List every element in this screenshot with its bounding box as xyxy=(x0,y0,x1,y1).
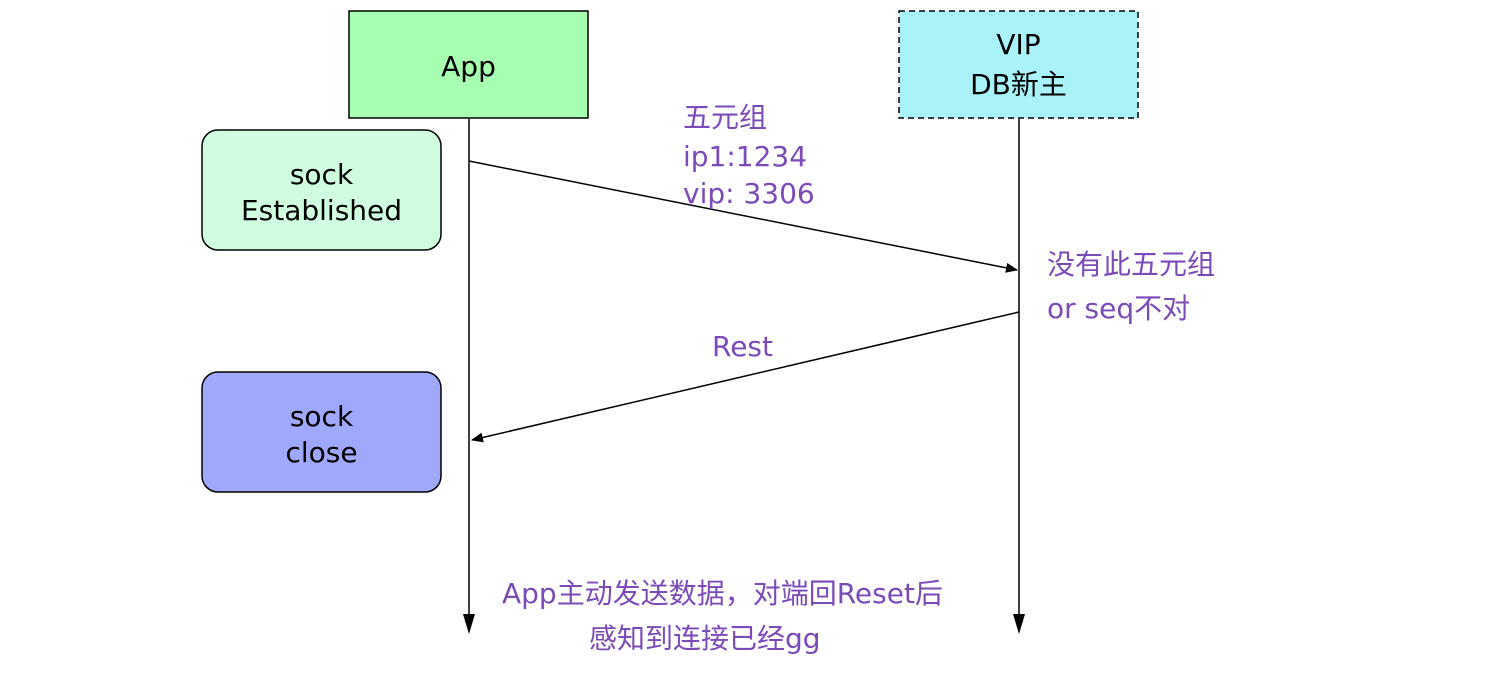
vip-participant: VIP DB新主 xyxy=(898,10,1139,119)
footer-line1: App主动发送数据，对端回Reset后 xyxy=(502,577,943,610)
state-established-line1: sock xyxy=(290,158,354,191)
reset-message-arrow xyxy=(471,311,1020,443)
vip-participant-line2: DB新主 xyxy=(970,68,1067,101)
vip-lifeline-arrow-icon xyxy=(1013,614,1025,634)
footer-line2: 感知到连接已经gg xyxy=(589,622,821,655)
tuple-label-line2: ip1:1234 xyxy=(683,140,807,173)
state-established: sock Established xyxy=(201,129,442,251)
state-closed: sock close xyxy=(201,371,442,493)
reset-label: Rest xyxy=(712,330,773,363)
vip-participant-box xyxy=(898,10,1139,119)
state-closed-line2: close xyxy=(285,436,357,469)
tuple-label-line3: vip: 3306 xyxy=(683,177,815,210)
tuple-label-line1: 五元组 xyxy=(683,101,767,134)
state-established-box xyxy=(201,129,442,251)
tuple-message-arrow xyxy=(468,160,1018,273)
state-established-line2: Established xyxy=(241,194,402,227)
app-lifeline-arrow-icon xyxy=(463,614,475,634)
state-closed-box xyxy=(201,371,442,493)
vip-participant-line1: VIP xyxy=(996,28,1040,61)
state-closed-line1: sock xyxy=(290,400,354,433)
vip-note-line2: or seq不对 xyxy=(1047,292,1190,325)
app-participant-label: App xyxy=(441,50,496,83)
app-participant-box xyxy=(348,10,589,119)
vip-note-line1: 没有此五元组 xyxy=(1047,248,1215,281)
app-participant: App xyxy=(348,10,589,119)
